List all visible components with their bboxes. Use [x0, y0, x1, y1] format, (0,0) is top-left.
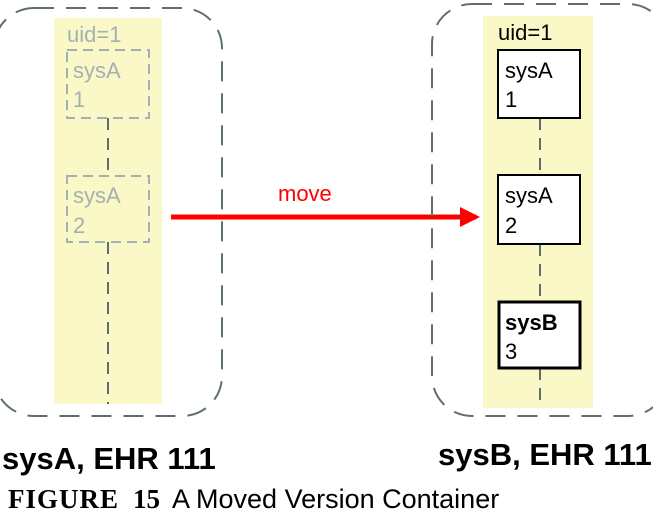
source-version-container-band: [54, 18, 162, 404]
source-system-title: sysA, EHR 111: [2, 441, 216, 476]
source-version-box: sysA 1: [66, 49, 150, 119]
version-system-label: sysB: [505, 310, 558, 335]
version-system-label: sysA: [73, 183, 121, 208]
move-arrow-group: move: [171, 181, 480, 227]
version-system-label: sysA: [505, 183, 553, 208]
figure-label: FIGURE: [8, 484, 120, 514]
target-system-boundary: [431, 3, 653, 417]
version-system-label: sysA: [505, 58, 553, 83]
version-number-label: 1: [73, 87, 85, 112]
target-version-box: sysA 1: [497, 49, 581, 119]
target-system-container: uid=1 sysA 1 sysA 2 sysB 3: [431, 3, 653, 417]
target-version-box-new: sysB 3: [497, 300, 582, 370]
version-number-label: 2: [73, 213, 85, 238]
version-number-label: 3: [505, 339, 517, 364]
version-system-label: sysA: [73, 58, 121, 83]
source-system-boundary: [0, 7, 223, 417]
source-system-container: uid=1 sysA 1 sysA 2: [0, 7, 223, 417]
figure-number: 15: [133, 484, 161, 514]
version-number-label: 2: [505, 213, 517, 238]
figure-caption-text: A Moved Version Container: [172, 484, 500, 514]
move-label: move: [278, 181, 332, 206]
version-number-label: 1: [505, 87, 517, 112]
source-uid-label: uid=1: [67, 22, 121, 47]
figure-caption: FIGURE 15 A Moved Version Container: [8, 486, 499, 513]
source-version-box: sysA 2: [66, 175, 150, 243]
target-version-box: sysA 2: [497, 174, 581, 245]
target-uid-label: uid=1: [498, 20, 552, 45]
target-system-title: sysB, EHR 111: [438, 437, 652, 472]
